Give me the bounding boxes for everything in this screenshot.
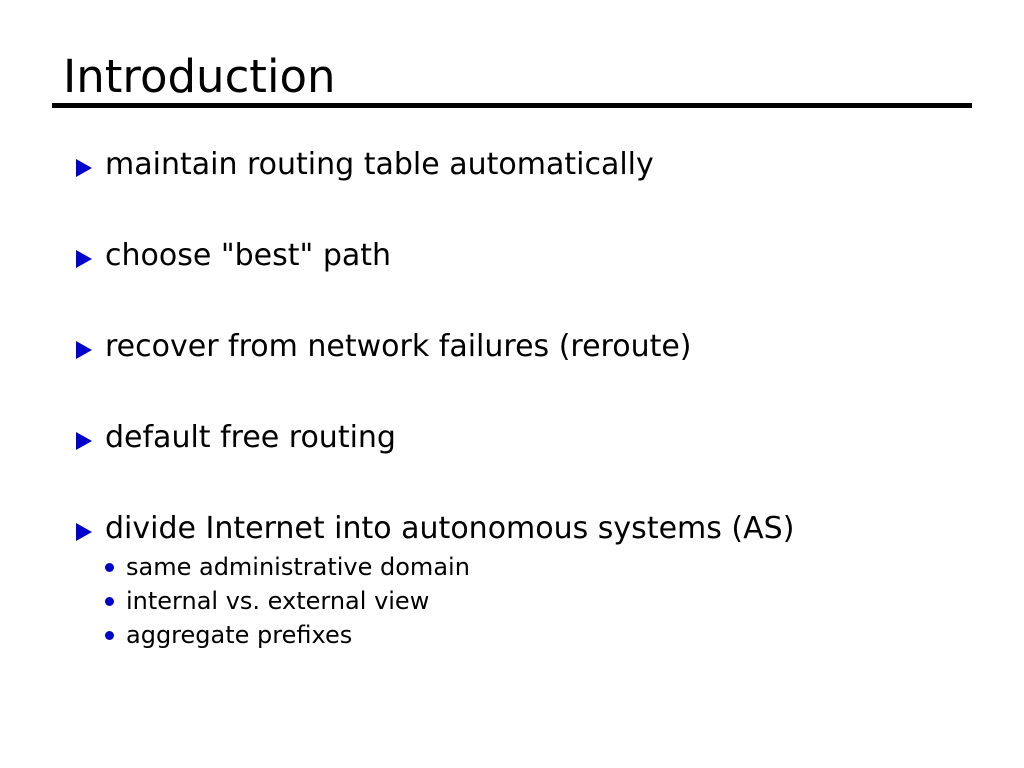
list-item-label: recover from network failures (reroute) <box>105 329 692 364</box>
list-item: choose "best" path <box>0 238 1024 329</box>
triangle-right-bullet-icon <box>76 523 92 541</box>
title-divider <box>52 103 972 108</box>
page-title: Introduction <box>63 50 336 103</box>
triangle-right-bullet-icon <box>76 250 92 268</box>
list-item-label: divide Internet into autonomous systems … <box>105 511 795 546</box>
list-item: divide Internet into autonomous systems … <box>0 511 1024 547</box>
triangle-right-bullet-icon <box>76 341 92 359</box>
sub-list-item: same administrative domain <box>0 552 1024 586</box>
list-item: default free routing <box>0 420 1024 511</box>
sub-list-item: internal vs. external view <box>0 586 1024 620</box>
list-item: maintain routing table automatically <box>0 147 1024 238</box>
round-dot-bullet-icon <box>105 597 114 606</box>
list-item-label: default free routing <box>105 420 396 455</box>
list-item: recover from network failures (reroute) <box>0 329 1024 420</box>
sub-bullet-list: same administrative domain internal vs. … <box>0 552 1024 654</box>
sub-list-item: aggregate prefixes <box>0 620 1024 654</box>
triangle-right-bullet-icon <box>76 159 92 177</box>
bullet-list: maintain routing table automatically cho… <box>0 147 1024 649</box>
list-item-label: maintain routing table automatically <box>105 147 654 182</box>
sub-list-item-label: same administrative domain <box>126 553 470 581</box>
sub-list-item-label: internal vs. external view <box>126 587 430 615</box>
sub-list-item-label: aggregate prefixes <box>126 621 353 649</box>
triangle-right-bullet-icon <box>76 432 92 450</box>
round-dot-bullet-icon <box>105 631 114 640</box>
list-item-label: choose "best" path <box>105 238 392 273</box>
round-dot-bullet-icon <box>105 563 114 572</box>
